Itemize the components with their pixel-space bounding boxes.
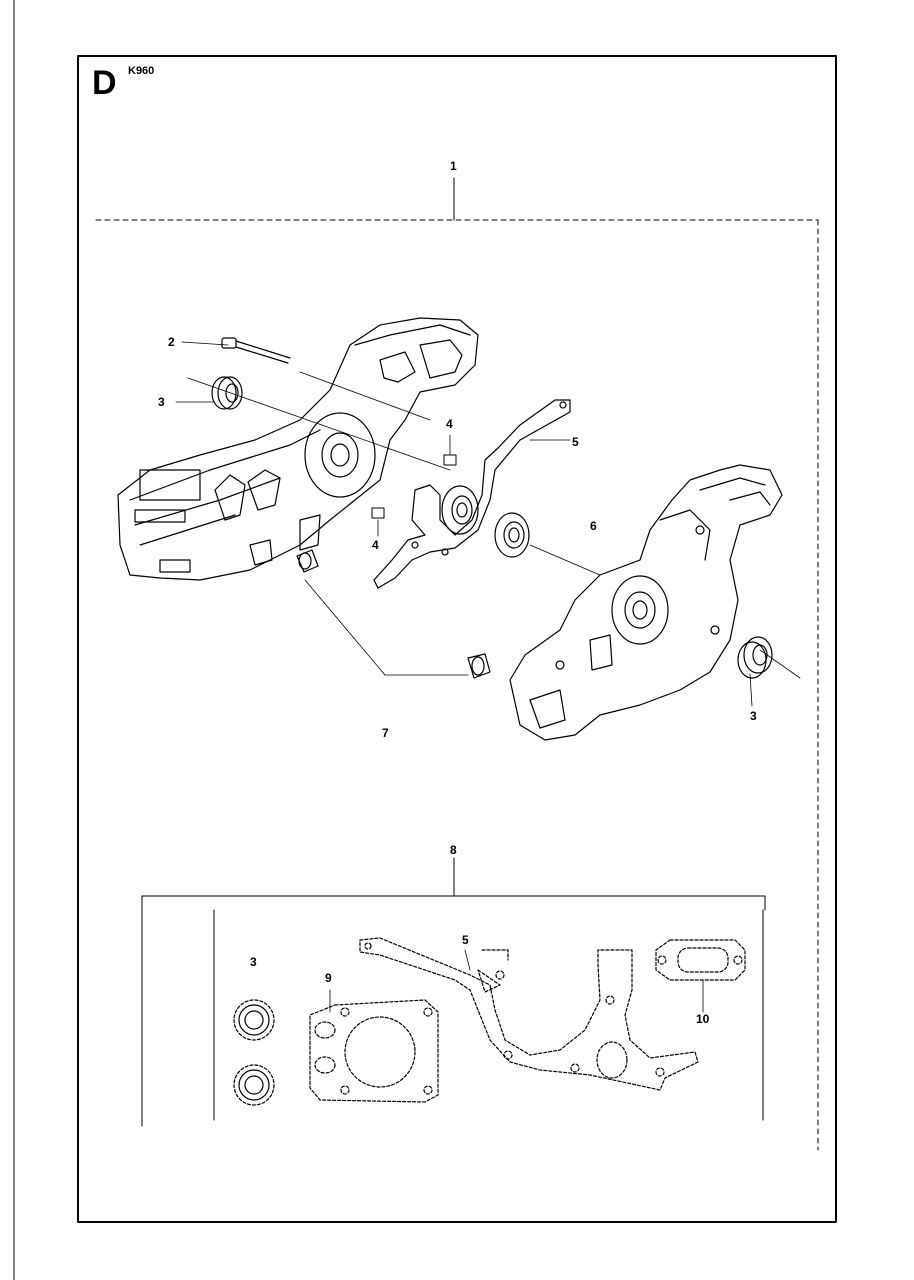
model-label: K960 [128,65,155,77]
crankcase-gasket [373,399,571,589]
callout-4-lower: 4 [372,538,379,552]
bearing-left [441,485,479,535]
kit-crankcase-gasket [359,937,699,1091]
cylinder-gasket [309,999,439,1103]
kit-oil-seal-upper [233,999,275,1041]
callout-4-upper: 4 [446,417,453,431]
dowel-pin-lower [371,507,385,519]
callout-2: 2 [168,335,175,349]
bearing-right [494,512,530,558]
dowel-pin-upper [443,454,457,466]
diagram-frame [77,55,837,1223]
callout-3-kit: 3 [250,955,257,969]
oil-seal-right [737,636,773,679]
kit-oil-seal-lower [233,1064,275,1106]
callout-9: 9 [325,971,332,985]
oil-seal-left [211,376,243,410]
callout-1: 1 [450,159,457,173]
callout-8: 8 [450,843,457,857]
callout-3-right-seal: 3 [750,709,757,723]
plug-right [467,653,491,679]
kit-1-bracket [95,219,819,1151]
callout-5-kit: 5 [462,933,469,947]
plug-left [296,549,319,573]
callout-7: 7 [382,726,389,740]
bolt-part [221,337,291,364]
leader-lines [175,341,801,1013]
callout-10: 10 [696,1012,710,1026]
muffler-gasket [655,939,746,981]
section-letter: D [92,64,117,102]
right-crankcase-half [509,464,783,741]
callout-3-left-seal: 3 [158,395,165,409]
callout-6: 6 [590,519,597,533]
left-crankcase-half [117,317,479,581]
callout-5-gasket: 5 [572,435,579,449]
